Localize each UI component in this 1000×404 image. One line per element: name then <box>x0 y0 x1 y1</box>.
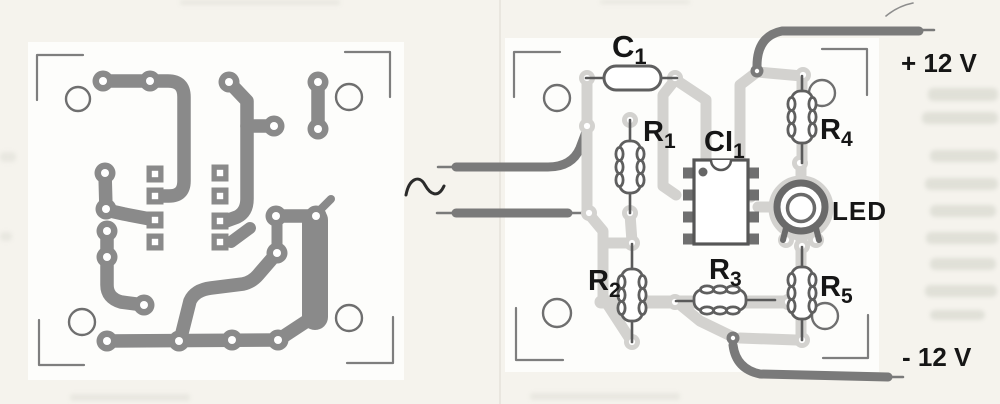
page-showthrough-text <box>922 88 998 320</box>
label-r5: R5 <box>820 271 853 308</box>
ic-pin1-dot <box>698 167 708 177</box>
component-board <box>512 26 936 382</box>
left-board-area <box>28 42 404 380</box>
component-leads <box>584 74 804 344</box>
led-inner-ring <box>785 192 817 224</box>
ac-sine-symbol <box>404 177 446 197</box>
resistor-r1 <box>614 139 646 195</box>
components <box>602 64 818 323</box>
ic-ci1 <box>683 158 759 246</box>
page-showthrough-specks <box>0 0 690 401</box>
label-r3: R3 <box>709 254 742 291</box>
label-led: LED <box>832 196 887 226</box>
resistor-r4 <box>786 89 818 145</box>
labels: C1 R1 CI1 R4 R2 R3 R5 LED + 12 V - 12 V <box>588 29 978 372</box>
ic-notch <box>709 159 733 172</box>
mounting-holes <box>64 82 364 337</box>
label-ci1: CI1 <box>704 126 745 163</box>
scan-crease-line <box>499 0 501 404</box>
label-r4: R4 <box>820 114 853 151</box>
capacitor-c1 <box>602 64 663 92</box>
resistor-r2 <box>616 267 648 323</box>
scan-scratch-mark <box>885 2 914 17</box>
input-wires <box>435 119 591 218</box>
ac-input <box>404 119 591 218</box>
copper-traces <box>96 74 335 348</box>
plus-12v-wire <box>752 26 924 71</box>
pcb-copper-board <box>35 50 395 367</box>
board-corner-marks <box>512 47 870 362</box>
minus-12v-wire <box>728 340 893 382</box>
led-component <box>773 179 829 243</box>
supply-wires <box>728 26 936 382</box>
label-minus-12v: - 12 V <box>902 342 972 372</box>
label-c1: C1 <box>612 29 647 69</box>
label-r1: R1 <box>643 116 676 153</box>
label-plus-12v: + 12 V <box>901 48 978 78</box>
board-corner-marks <box>35 50 395 367</box>
label-r2: R2 <box>588 265 621 302</box>
resistor-r5 <box>786 265 818 321</box>
ic-pins <box>683 167 759 245</box>
mounting-holes <box>541 78 840 331</box>
